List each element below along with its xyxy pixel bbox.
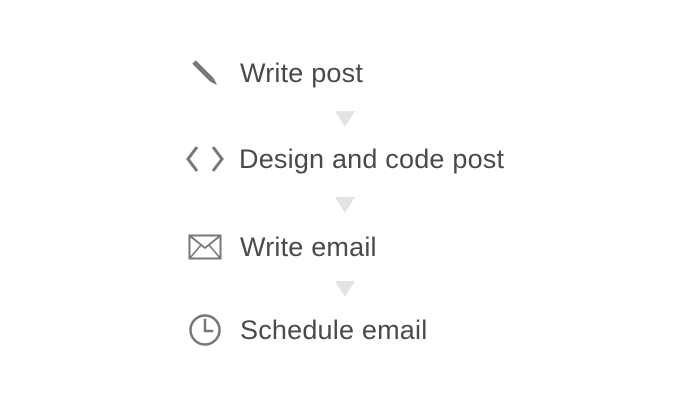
code-brackets-icon bbox=[184, 139, 226, 179]
step-label: Design and code post bbox=[239, 143, 505, 174]
step-schedule-email: Schedule email bbox=[184, 310, 427, 350]
step-write-post: Write post bbox=[184, 53, 363, 93]
step-label: Schedule email bbox=[240, 314, 428, 345]
step-write-email: Write email bbox=[184, 227, 377, 267]
down-arrow-icon bbox=[335, 281, 355, 297]
clock-icon bbox=[184, 310, 226, 350]
envelope-icon bbox=[184, 227, 226, 267]
pencil-icon bbox=[184, 53, 226, 93]
step-label: Write email bbox=[240, 231, 377, 262]
down-arrow-icon bbox=[335, 197, 355, 213]
step-design-and-code-post: Design and code post bbox=[184, 139, 504, 179]
step-label: Write post bbox=[240, 57, 364, 88]
down-arrow-icon bbox=[335, 111, 355, 127]
